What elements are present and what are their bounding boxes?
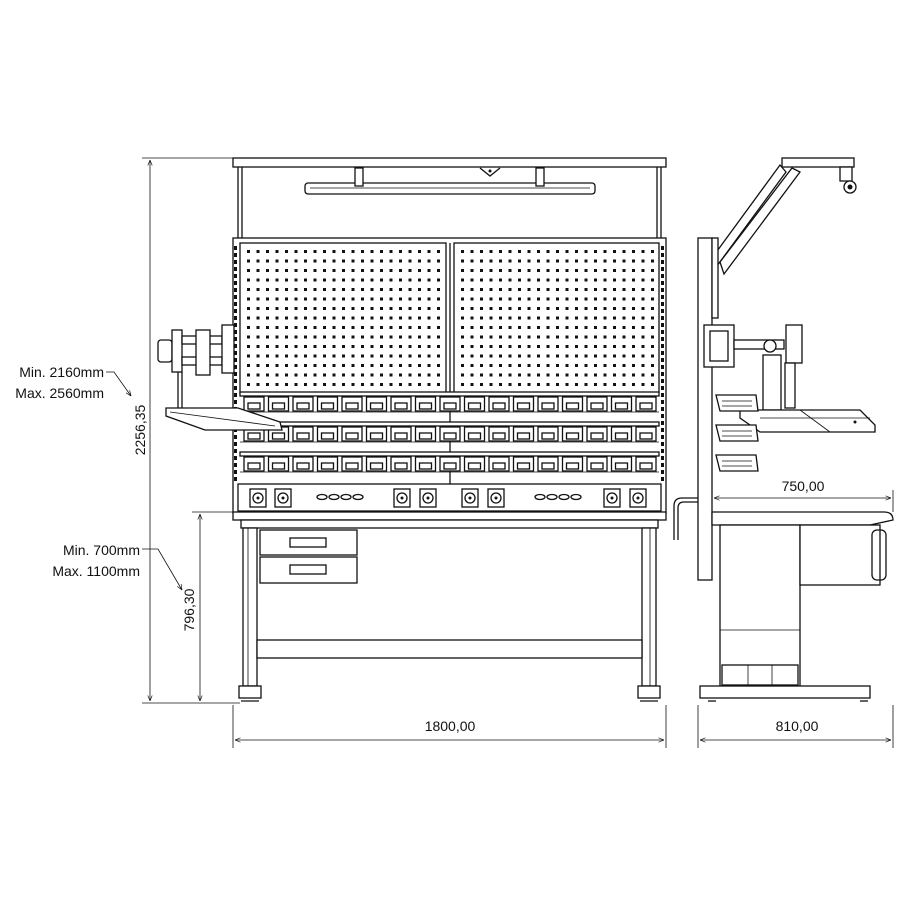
height-min-note: Min. 2160mm <box>19 364 104 380</box>
side-view: 810,00 750,00 <box>673 157 894 748</box>
front-right-leg <box>641 527 657 687</box>
top-bracket <box>479 167 501 177</box>
table-height-dimension: 796,30 <box>181 588 197 631</box>
lamp-hanger-right <box>535 167 545 187</box>
side-drawer-housing <box>799 524 881 586</box>
side-bins <box>715 394 759 472</box>
drawer-handle-bottom <box>289 564 327 575</box>
height-dimension: 2256,35 <box>132 404 148 455</box>
drawer-handle-top <box>289 537 327 548</box>
right-foot <box>637 685 661 699</box>
height-note-leader <box>106 371 131 396</box>
table-min-note: Min. 700mm <box>63 542 140 558</box>
front-view: 1800,00 2256,35 796,30 Min. 2160mm Max. … <box>15 157 667 748</box>
side-top-depth-dimension: 750,00 <box>782 478 825 494</box>
front-left-leg <box>242 527 258 687</box>
side-table-top <box>711 511 894 526</box>
power-strip <box>237 483 662 512</box>
monitor-arm-side <box>703 324 876 433</box>
bin-rails <box>239 391 660 473</box>
table-max-note: Max. 1100mm <box>52 563 140 579</box>
side-base-foot <box>699 685 871 699</box>
side-depth-dimension: 810,00 <box>776 718 819 734</box>
power-sockets <box>249 488 647 508</box>
lamp <box>304 182 596 195</box>
width-dimension: 1800,00 <box>425 718 476 734</box>
top-crossbar <box>232 157 667 168</box>
pegboard-holes <box>247 250 654 386</box>
lamp-arm-diagonal <box>711 163 787 272</box>
left-foot <box>238 685 262 699</box>
lower-crossbar <box>256 639 643 659</box>
lamp-hanger-left <box>354 167 364 187</box>
table-apron <box>240 519 659 529</box>
side-cable-hook <box>673 497 698 540</box>
table-top <box>232 511 667 521</box>
lamp-arm-top <box>781 157 855 168</box>
side-leg-housing <box>719 524 801 689</box>
side-shelf <box>739 409 876 433</box>
monitor-arm-front <box>157 324 283 431</box>
table-note-leader <box>142 548 182 590</box>
height-max-note: Max. 2560mm <box>15 385 104 401</box>
side-upright <box>697 237 713 581</box>
